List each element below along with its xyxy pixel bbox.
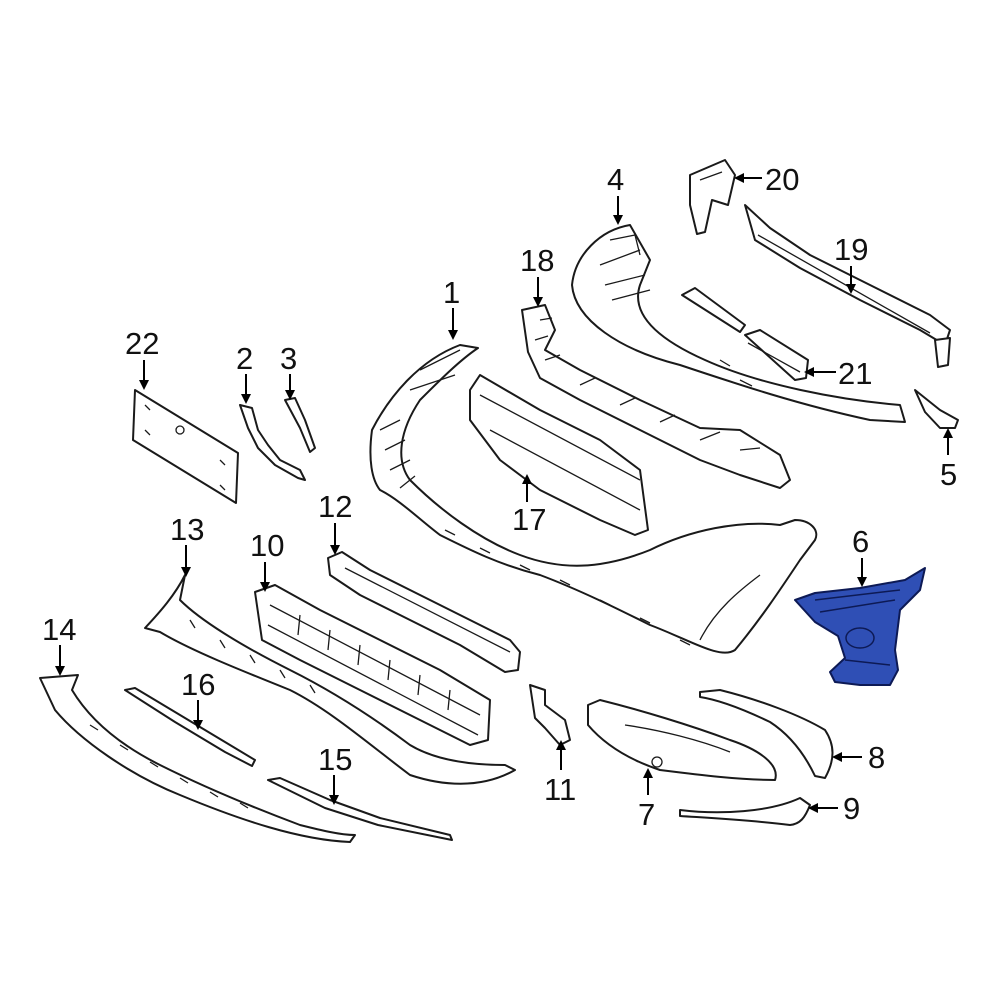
callout-15: 15: [318, 742, 352, 777]
callout-8: 8: [868, 740, 885, 775]
part-10-grille[interactable]: [254, 584, 491, 746]
callout-labels: 1 2 3 4 5 6 7 8 9 10 11 12 13 14 15 16 1…: [42, 162, 957, 832]
callout-16: 16: [181, 667, 215, 702]
part-11-bracket[interactable]: [529, 684, 571, 746]
part-7-bezel[interactable]: [587, 699, 777, 781]
callout-13: 13: [170, 512, 204, 547]
part-9-trim[interactable]: [679, 797, 811, 826]
callout-17: 17: [512, 502, 546, 537]
part-8-side-cover[interactable]: [699, 689, 834, 779]
callout-5: 5: [940, 457, 957, 492]
part-1-bumper-cover[interactable]: [369, 344, 818, 654]
part-17-absorber[interactable]: [469, 374, 649, 536]
callout-18: 18: [520, 243, 554, 278]
callout-1: 1: [443, 275, 460, 310]
part-16-trim[interactable]: [124, 687, 256, 767]
callout-12: 12: [318, 489, 352, 524]
part-5-clip[interactable]: [914, 389, 959, 429]
part-18-bracket[interactable]: [521, 304, 791, 489]
callout-10: 10: [250, 528, 284, 563]
part-22-plate-bracket[interactable]: [132, 389, 239, 504]
part-12-bar[interactable]: [327, 551, 521, 673]
part-4-upper-cover[interactable]: [571, 224, 906, 423]
part-13-lower-spoiler[interactable]: [144, 574, 516, 785]
callout-22: 22: [125, 326, 159, 361]
callout-9: 9: [843, 791, 860, 826]
callout-21: 21: [838, 356, 872, 391]
callout-2: 2: [236, 341, 253, 376]
part-2-bracket[interactable]: [239, 404, 306, 481]
callout-14: 14: [42, 612, 76, 647]
part-3-strip[interactable]: [284, 397, 316, 453]
part-6-bracket-highlighted[interactable]: [794, 567, 926, 686]
callout-4: 4: [607, 162, 624, 197]
callout-19: 19: [834, 232, 868, 267]
part-20-bracket[interactable]: [689, 159, 736, 235]
callout-3: 3: [280, 341, 297, 376]
callout-7: 7: [638, 797, 655, 832]
part-14-lower-lip[interactable]: [39, 674, 356, 843]
part-19-reinforcement[interactable]: [744, 204, 951, 368]
leader-lines: [55, 173, 953, 813]
callout-11: 11: [544, 772, 576, 807]
part-15-trim[interactable]: [267, 777, 453, 841]
callout-20: 20: [765, 162, 799, 197]
callout-6: 6: [852, 524, 869, 559]
